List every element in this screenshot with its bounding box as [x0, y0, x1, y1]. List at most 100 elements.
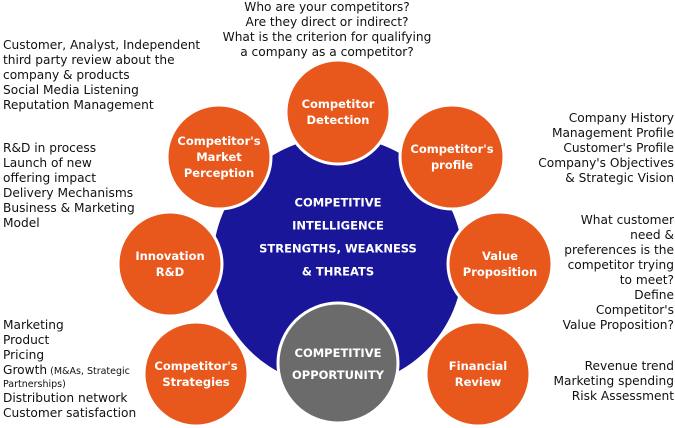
annotation-line: Model: [3, 216, 153, 231]
annotation-text: a company as a competitor?: [240, 45, 414, 59]
annotation-text: Growth: [3, 363, 48, 377]
annotation-text: company & products: [3, 68, 130, 82]
competitors-strategies-label-line: Competitor's: [154, 359, 237, 373]
annotation-line: Define: [554, 288, 674, 303]
annotation-line: Are they direct or indirect?: [222, 15, 432, 30]
annotation-text: What customer: [580, 213, 674, 227]
competitors-profile-label-line: profile: [431, 158, 473, 172]
value-proposition-label-line: Value: [482, 249, 518, 263]
annotation-line: Management Profile: [514, 126, 674, 141]
annotation-text: Value Proposition?: [562, 318, 674, 332]
annotation-text: Business & Marketing: [3, 201, 135, 215]
annotation-text: Revenue trend: [584, 359, 674, 373]
annotation-line: & Strategic Vision: [514, 171, 674, 186]
opportunity-label-line: COMPETITIVE: [295, 346, 382, 360]
innovation-rd-label-line: R&D: [156, 265, 184, 279]
annotation-line: Partnerships): [3, 379, 66, 390]
annotation-text: Delivery Mechanisms: [3, 186, 134, 200]
annotation-line: Company History: [514, 111, 674, 126]
annotation-text: Management Profile: [551, 126, 674, 140]
competitors-strategies-label-line: Strategies: [162, 375, 229, 389]
annotation-line: Who are your competitors?: [222, 0, 432, 15]
annotation-line: Delivery Mechanisms: [3, 186, 153, 201]
annotation-line: What is the criterion for qualifying: [222, 30, 432, 45]
competitor-detection-label-line: Detection: [307, 113, 370, 127]
annotation-line: need &: [554, 228, 674, 243]
center-label-line: STRENGTHS, WEAKNESS: [259, 242, 417, 256]
annotation-text: Marketing: [3, 318, 64, 332]
annotation-line: Product: [3, 333, 153, 348]
node-competitors-profile: Competitor's profile: [398, 103, 506, 211]
annotation-line: Launch of new: [3, 156, 153, 171]
annotation-text: Distribution network: [3, 391, 128, 405]
annotation-line: Pricing: [3, 348, 153, 363]
annotation-text: Risk Assessment: [571, 389, 674, 403]
annotation-text: Launch of new: [3, 156, 92, 170]
competitors-profile-label-line: Competitor's: [410, 142, 493, 156]
annotation-text: Company History: [568, 111, 674, 125]
value-proposition-label-line: Proposition: [463, 265, 537, 279]
annotation-line: Value Proposition?: [554, 318, 674, 333]
annotation-text: Define: [634, 288, 674, 302]
annotation-text: third party review about the: [3, 53, 175, 67]
annotation-line: Distribution network: [3, 391, 153, 406]
annotation-line: Risk Assessment: [544, 389, 674, 404]
annotation-text: competitor trying: [567, 258, 674, 272]
annotation-text: Pricing: [3, 348, 45, 362]
annotation-line: Growth (M&As, Strategic: [3, 363, 153, 379]
annotation-subtext: (M&As, Strategic: [47, 366, 130, 377]
annotation-text: Who are your competitors?: [244, 0, 410, 14]
center-label-line: & THREATS: [302, 265, 374, 279]
financial-review-label-line: Review: [455, 375, 502, 389]
center-circle: [213, 137, 463, 387]
annotation-text: Are they direct or indirect?: [245, 15, 409, 29]
market-perception-label-line: Market: [196, 150, 242, 164]
annotation-text: Social Media Listening: [3, 83, 139, 97]
center-label-line: INTELLIGENCE: [292, 219, 384, 233]
annotation-line: a company as a competitor?: [222, 45, 432, 60]
annotation-text: Customer satisfaction: [3, 406, 137, 420]
opportunity-node: COMPETITIVE OPPORTUNITY: [276, 301, 400, 425]
annotation-line: What customer: [554, 213, 674, 228]
annotation-line: R&D in process: [3, 141, 153, 156]
annotation-line: Revenue trend: [544, 359, 674, 374]
annotation-text: Customer's Profile: [563, 141, 674, 155]
opportunity-label-line: OPPORTUNITY: [292, 368, 385, 382]
annotation-text: Competitor's: [595, 303, 674, 317]
annotation-line: Business & Marketing: [3, 201, 153, 216]
annotation-line: company & products: [3, 68, 218, 83]
annotation-line: Marketing: [3, 318, 153, 333]
annotation-text: Marketing spending: [553, 374, 674, 388]
annotation-text: Product: [3, 333, 50, 347]
annotation-text: Customer, Analyst, Independent: [3, 38, 201, 52]
annotation-line: Customer satisfaction: [3, 406, 153, 421]
market-perception-label-line: Competitor's: [177, 134, 260, 148]
innovation-rd-label-line: Innovation: [135, 249, 204, 263]
annotation-text: Model: [3, 216, 40, 230]
financial-review-label-line: Financial: [449, 359, 507, 373]
competitor-detection-label-line: Competitor: [302, 97, 375, 111]
annotation-line: Reputation Management: [3, 98, 218, 113]
annotation-line: Marketing spending: [544, 374, 674, 389]
annotation-line: Customer's Profile: [514, 141, 674, 156]
annotation-text: Reputation Management: [3, 98, 154, 112]
annotation-text: need &: [630, 228, 674, 242]
annotation-line: Company's Objectives: [514, 156, 674, 171]
annotation-line: offering impact: [3, 171, 153, 186]
annotation-line: third party review about the: [3, 53, 218, 68]
annotation-text: R&D in process: [3, 141, 97, 155]
annotation-text: & Strategic Vision: [565, 171, 674, 185]
